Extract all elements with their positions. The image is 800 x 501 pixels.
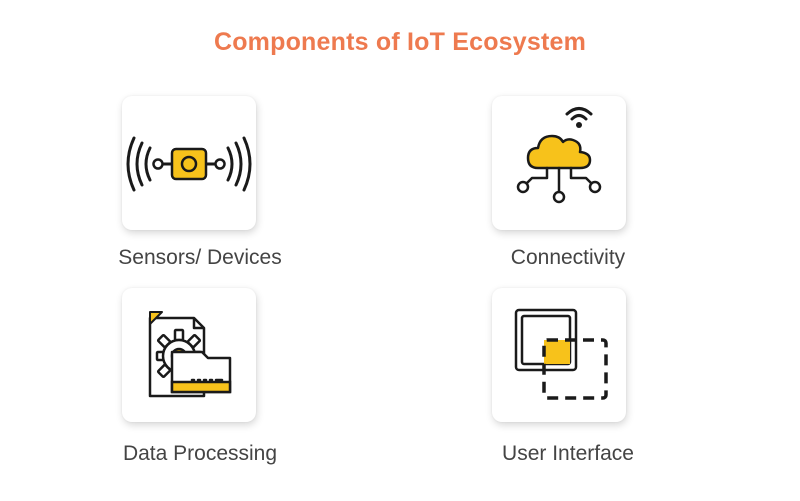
- sensors-devices-card: [122, 96, 256, 230]
- data-processing-card: [122, 288, 256, 422]
- data-processing-icon: [148, 311, 232, 398]
- connectivity-card: [492, 96, 626, 230]
- connectivity-label: Connectivity: [510, 246, 626, 269]
- cloud-connectivity-icon: [516, 107, 602, 204]
- user-interface-icon: [514, 308, 608, 400]
- data-processing-label: Data Processing: [122, 442, 278, 465]
- sensors-devices-label: Sensors/ Devices: [118, 246, 282, 269]
- sensor-device-icon: [126, 136, 252, 192]
- user-interface-label: User Interface: [502, 442, 634, 465]
- user-interface-card: [492, 288, 626, 422]
- diagram-title: Components of IoT Ecosystem: [213, 28, 587, 56]
